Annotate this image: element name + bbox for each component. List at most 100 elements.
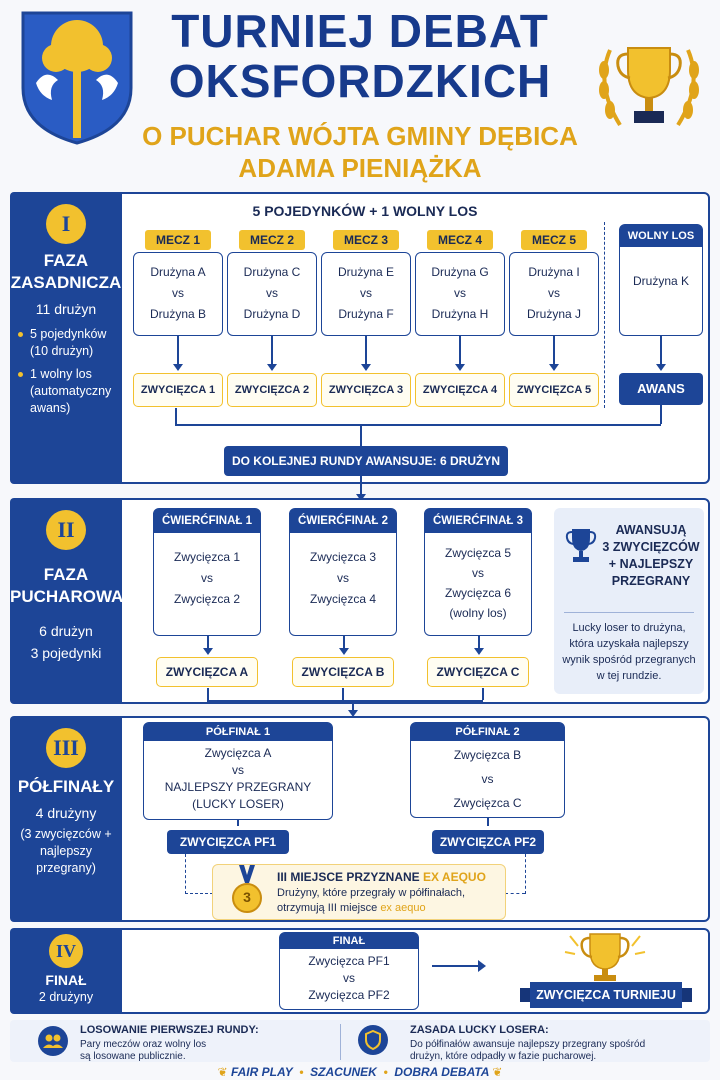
coat-of-arms (18, 8, 136, 146)
phase2-title: FAZA PUCHAROWA (10, 565, 124, 606)
laurel-icon: ❦ (217, 1065, 228, 1079)
bye-result: AWANS (619, 373, 703, 405)
match-tag: MECZ 4 (427, 230, 493, 250)
vs-label: vs (343, 971, 355, 985)
motto-item: DOBRA DEBATA (394, 1065, 490, 1079)
vs-label: vs (454, 286, 466, 300)
phase4-teams: 2 drużyny (38, 990, 94, 1004)
phase2-label: II FAZA PUCHAROWA 6 drużyn 3 pojedynki (10, 498, 124, 704)
semifinal-2-team-b: Zwycięzca C (453, 796, 522, 810)
semifinal-2-winner: ZWYCIĘZCA PF2 (432, 830, 544, 854)
phase1-roman: I (46, 204, 86, 244)
semifinal-2-team-a: Zwycięzca B (453, 748, 522, 762)
laurel-icon: ❦ (492, 1065, 503, 1079)
match-winner: ZWYCIĘZCA 5 (509, 373, 599, 407)
match-team-b: Zwycięzca 2 (173, 592, 241, 606)
motto-item: SZACUNEK (310, 1065, 377, 1079)
phase1-bullet: 1 wolny los (automatyczny awans) (18, 366, 122, 417)
phase2-roman: II (46, 510, 86, 550)
semifinal-2-card: PÓŁFINAŁ 2 Zwycięzca B vs Zwycięzca C (410, 722, 565, 818)
third-place-box: 3 III MIEJSCE PRZYZNANE EX AEQUO Drużyny… (212, 864, 506, 920)
phase4-label: IV FINAŁ 2 drużyny (10, 928, 122, 1014)
bye-team: Drużyna K (632, 274, 690, 288)
trophy-laurel-icon (590, 30, 708, 140)
arrow-right-icon (478, 960, 486, 972)
quarterfinal-card: ĆWIERĆFINAŁ 3 Zwycięzca 5 vs Zwycięzca 6… (424, 508, 532, 636)
match-tag: MECZ 3 (333, 230, 399, 250)
phase4-roman: IV (49, 934, 83, 968)
vs-label: vs (266, 286, 278, 300)
phase2-teams: 6 drużyn (39, 623, 93, 639)
match-team-b: Drużyna D (243, 307, 301, 321)
match-team-b: Drużyna H (431, 307, 489, 321)
advance-note: DO KOLEJNEJ RUNDY AWANSUJE: 6 DRUŻYN (224, 446, 508, 476)
footer-right-title: ZASADA LUCKY LOSERA: (410, 1024, 549, 1036)
match-winner: ZWYCIĘZCA 1 (133, 373, 223, 407)
third-place-accent: EX AEQUO (423, 870, 486, 884)
match-team-a: Drużyna I (528, 265, 580, 279)
quarterfinal-tag: ĆWIERĆFINAŁ 2 (290, 509, 396, 533)
phase1-teams: 11 drużyn (35, 301, 97, 317)
match-team-a: Zwycięzca 1 (173, 550, 241, 564)
champion-label: ZWYCIĘZCA TURNIEJU (536, 988, 676, 1002)
quarterfinal-winner: ZWYCIĘZCA A (156, 657, 258, 687)
match-team-a: Drużyna A (150, 265, 206, 279)
final-team-b: Zwycięzca PF2 (308, 988, 390, 1002)
match-card: Drużyna A vs Drużyna B (133, 252, 223, 336)
semifinal-1-tag: PÓŁFINAŁ 1 (144, 723, 332, 741)
match-card: Drużyna E vs Drużyna F (321, 252, 411, 336)
info-line: AWANSUJĄ (615, 523, 687, 537)
quarterfinal-card: ĆWIERĆFINAŁ 2 Zwycięzca 3 vs Zwycięzca 4 (289, 508, 397, 636)
dot-icon: • (295, 1065, 307, 1079)
final-tag: FINAŁ (280, 933, 418, 949)
third-place-text: Drużyny, które przegrały w półfinałach, … (277, 887, 466, 914)
info-text: Lucky loser to drużyna, która uzyskała n… (562, 622, 696, 682)
match-team-b: Zwycięzca 4 (309, 592, 377, 606)
phase3-title: PÓŁFINAŁY (17, 777, 115, 796)
phase1-title: FAZA ZASADNICZA (10, 251, 122, 292)
vs-label: vs (481, 772, 494, 786)
medal-icon: 3 (231, 865, 263, 917)
shield-icon (358, 1025, 388, 1055)
match-team-a: Drużyna E (337, 265, 395, 279)
phase1-bullet: 5 pojedynków (10 drużyn) (18, 326, 122, 360)
info-line: 3 ZWYCIĘZCÓW (602, 540, 700, 554)
match-team-a: Drużyna C (243, 265, 301, 279)
phase3-roman: III (46, 728, 86, 768)
page-title: TURNIEJ DEBAT OKSFORDZKICH (168, 5, 552, 107)
semifinal-1-team-a: Zwycięzca A (204, 746, 272, 760)
vs-label: vs (172, 286, 184, 300)
champion-banner: ZWYCIĘZCA TURNIEJU (520, 982, 692, 1008)
bye-card: WOLNY LOS Drużyna K (619, 224, 703, 336)
semifinal-2-tag: PÓŁFINAŁ 2 (411, 723, 564, 741)
bye-tag: WOLNY LOS (620, 225, 702, 247)
vs-label: vs (360, 286, 372, 300)
final-card: FINAŁ Zwycięzca PF1 vs Zwycięzca PF2 (279, 932, 419, 1010)
phase3-label: III PÓŁFINAŁY 4 drużyny (3 zwycięzców + … (10, 716, 122, 922)
phase4-title: FINAŁ (45, 972, 87, 988)
lucky-loser-info: AWANSUJĄ 3 ZWYCIĘZCÓW + NAJLEPSZY PRZEGR… (554, 508, 704, 694)
motto-item: FAIR PLAY (230, 1065, 293, 1079)
vs-label: vs (232, 763, 244, 777)
match-team-b: Zwycięzca 6 (444, 586, 512, 600)
phase1-heading: 5 POJEDYNKÓW + 1 WOLNY LOS (252, 203, 478, 219)
phase3-detail: (3 zwycięzców + najlepszy przegrany) (20, 827, 112, 875)
footer-right-text: Do półfinałów awansuje najlepszy przegra… (410, 1039, 646, 1062)
bye-divider (604, 222, 605, 408)
quarterfinal-winner: ZWYCIĘZCA C (427, 657, 529, 687)
quarterfinal-tag: ĆWIERĆFINAŁ 1 (154, 509, 260, 533)
match-team-a: Zwycięzca 3 (309, 550, 377, 564)
match-card: Drużyna G vs Drużyna H (415, 252, 505, 336)
match-team-b: Drużyna B (149, 307, 207, 321)
match-tag: MECZ 2 (239, 230, 305, 250)
info-line: PRZEGRANY (611, 574, 691, 588)
phase2-duels: 3 pojedynki (30, 645, 102, 661)
trophy-icon (564, 526, 598, 571)
champion-trophy-icon (560, 928, 650, 982)
dot-icon: • (380, 1065, 391, 1079)
semifinal-1-team-b-note: (LUCKY LOSER) (192, 797, 284, 811)
phase1-label: I FAZA ZASADNICZA 11 drużyn 5 pojedynków… (10, 192, 122, 484)
match-team-b: Drużyna F (338, 307, 394, 321)
info-line: + NAJLEPSZY (608, 557, 694, 571)
match-card: Drużyna C vs Drużyna D (227, 252, 317, 336)
